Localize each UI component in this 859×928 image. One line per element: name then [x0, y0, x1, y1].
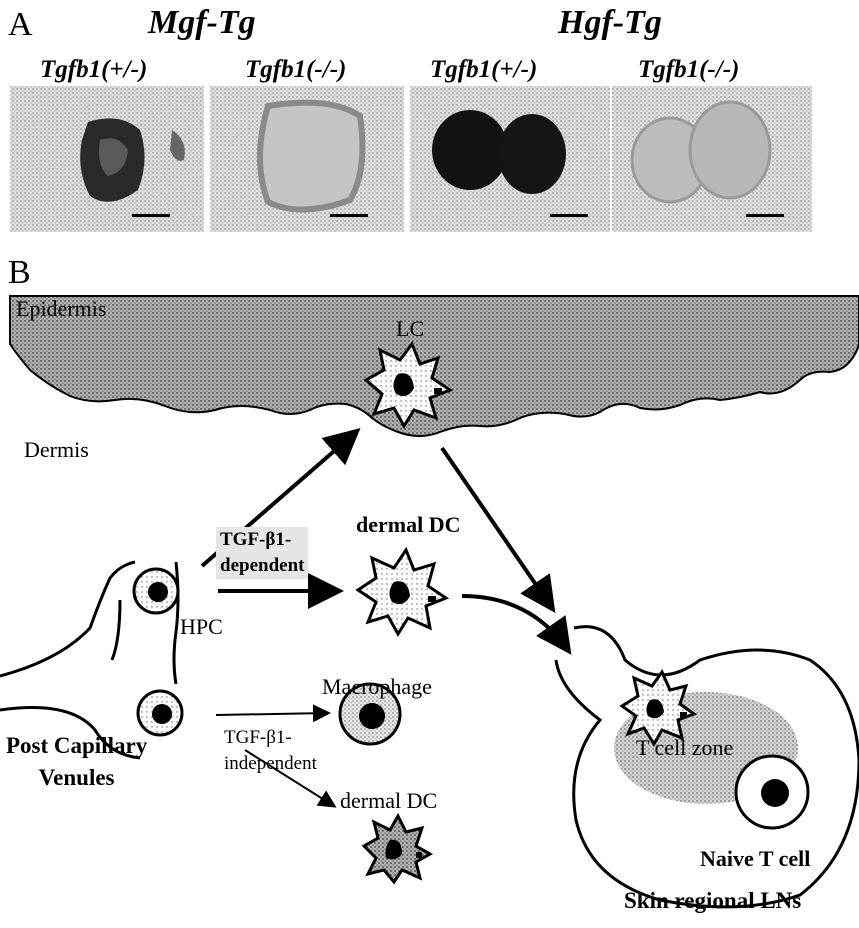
micrograph-mgf-null — [210, 86, 404, 232]
naive-t-cell-label: Naive T cell — [700, 846, 810, 872]
micrograph-mgf-het — [10, 86, 204, 232]
tgf-independent-line: independent — [224, 751, 317, 777]
tgf-dependent-line: dependent — [220, 553, 304, 579]
hpc-cell — [134, 569, 178, 613]
micrograph-hgf-null — [612, 86, 812, 232]
naive-t-cell — [736, 756, 808, 828]
venules-label: Post Capillary Venules — [6, 730, 147, 794]
micrograph-hgf-het — [410, 86, 610, 232]
tgf-independent-label: TGF-β1- independent — [224, 725, 317, 777]
hpc-label: HPC — [180, 614, 223, 640]
lc-label: LC — [396, 316, 424, 342]
panel-b-label: B — [8, 254, 31, 292]
tgf-dependent-line: TGF-β1- — [220, 527, 304, 553]
skin-lns-label: Skin regional LNs — [624, 888, 801, 914]
dermal-dc-label: dermal DC — [356, 512, 460, 538]
t-cell-zone-label: T cell zone — [636, 735, 733, 761]
dermis-label: Dermis — [24, 437, 89, 463]
macrophage-label: Macrophage — [322, 674, 432, 700]
hpc-cell — [138, 691, 182, 735]
dermal-dc-label: dermal DC — [340, 788, 437, 814]
venules-line: Post Capillary — [6, 730, 147, 762]
venules-line: Venules — [6, 762, 147, 794]
tgf-independent-line: TGF-β1- — [224, 725, 317, 751]
arrow-to-macrophage — [216, 713, 328, 715]
dermal-dc-cell — [364, 816, 430, 882]
dermal-dc-cell — [358, 550, 446, 634]
tgf-dependent-label: TGF-β1- dependent — [216, 527, 308, 579]
arrow-dermal-dc-to-ln — [462, 596, 568, 650]
epidermis-label: Epidermis — [16, 296, 106, 322]
